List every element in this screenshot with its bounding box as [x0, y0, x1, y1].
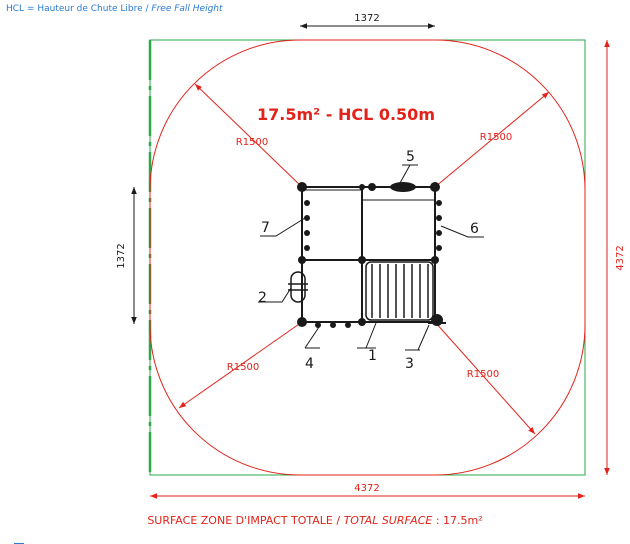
radius-label-top-right: R1500: [480, 132, 512, 143]
item-number-7: 7: [261, 220, 270, 236]
diagram-title: 17.5m² - HCL 0.50m: [257, 105, 435, 124]
item-leaders: [258, 164, 484, 351]
legend-text: HCL = Hauteur de Chute Libre / Free Fall…: [6, 4, 223, 14]
legend-prefix: HCL = Hauteur de Chute Libre /: [6, 4, 152, 14]
top-handle-bar: [368, 182, 416, 192]
impact-zone-outline: [149, 39, 586, 476]
surface-italic: TOTAL SURFACE: [343, 514, 433, 527]
radius-label-bottom-left: R1500: [227, 362, 259, 373]
legend-italic: Free Fall Height: [151, 4, 223, 14]
ladder-panel: [365, 261, 434, 321]
surface-prefix: SURFACE ZONE D'IMPACT TOTALE /: [147, 514, 344, 527]
item-number-1: 1: [368, 348, 377, 364]
spring-rider: [288, 271, 308, 303]
radius-line-bottom-right: [434, 321, 536, 435]
total-surface-caption: SURFACE ZONE D'IMPACT TOTALE / TOTAL SUR…: [0, 514, 630, 527]
item-number-6: 6: [470, 221, 479, 237]
right-dimension-label: 4372: [615, 245, 626, 270]
bottom-dimension-label: 4372: [354, 483, 379, 494]
radius-label-top-left: R1500: [236, 137, 268, 148]
left-dimension-label: 1372: [116, 243, 127, 268]
surface-suffix: : 17.5m²: [432, 514, 483, 527]
slide-exit: [428, 314, 446, 326]
item-number-4: 4: [305, 356, 314, 372]
item-number-2: 2: [258, 290, 267, 306]
equipment-frame: [301, 186, 436, 323]
radius-line-bottom-left: [178, 321, 303, 409]
frame-clamps: [297, 182, 442, 328]
radius-label-bottom-right: R1500: [467, 369, 499, 380]
top-dimension-label: 1372: [354, 13, 379, 24]
radius-line-top-right: [434, 91, 550, 188]
radius-line-top-left: [194, 83, 303, 188]
item-number-3: 3: [405, 356, 414, 372]
item-number-5: 5: [406, 149, 415, 165]
cropped-bottom-strip: [0, 536, 630, 544]
